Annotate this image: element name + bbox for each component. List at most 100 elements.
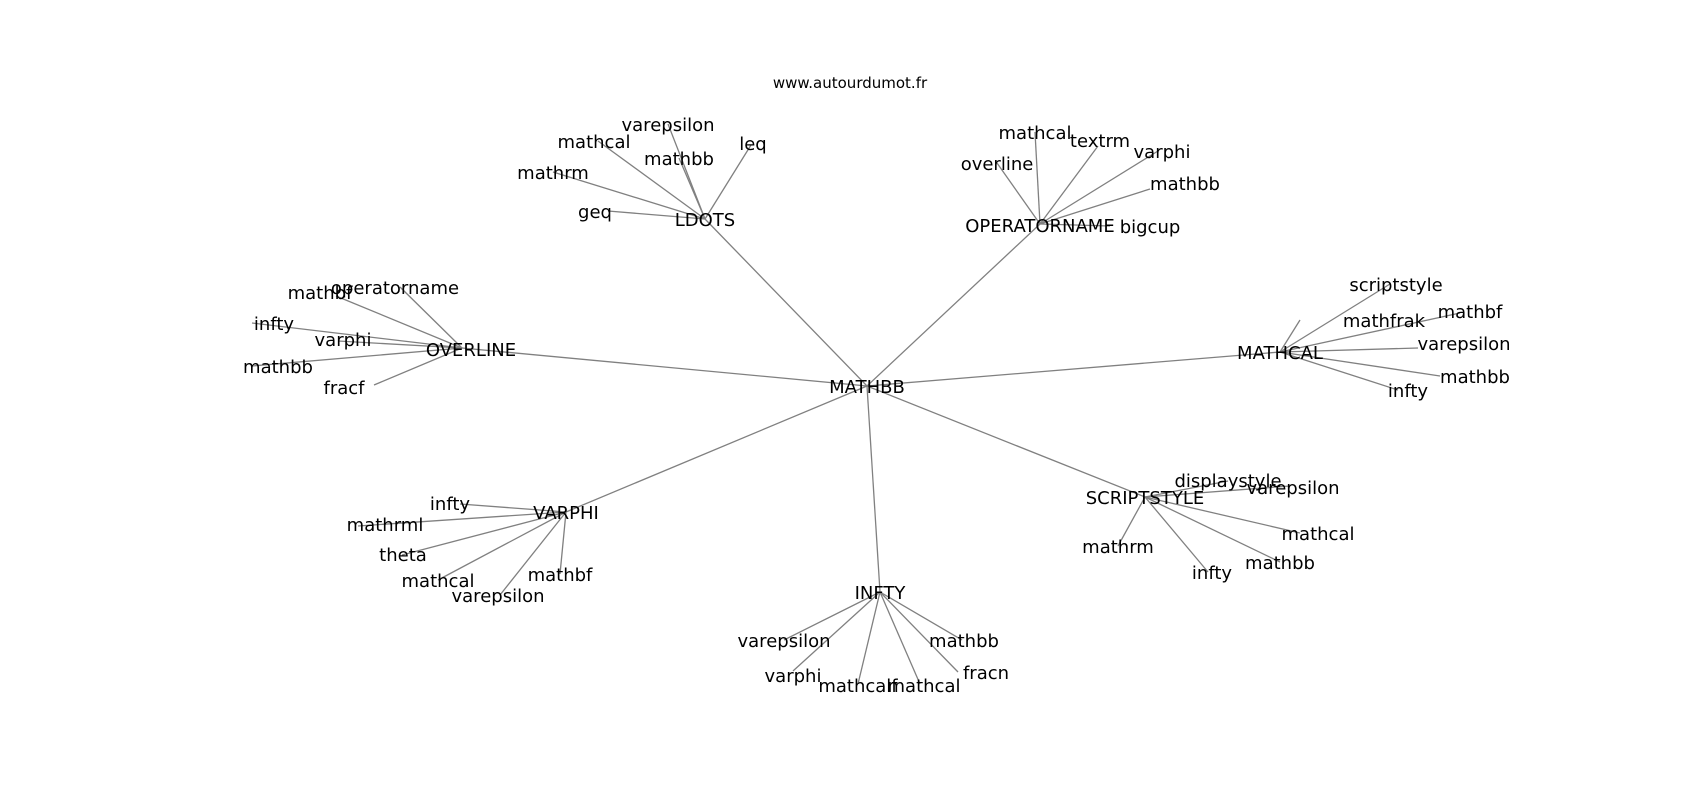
- edge-overline-varphi: [337, 340, 463, 349]
- hub-node-operatorname[interactable]: OPERATORNAME: [965, 216, 1114, 237]
- leaf-node-operatorname-varphi[interactable]: varphi: [1134, 142, 1191, 163]
- edge-varphi-mathcal: [437, 511, 567, 581]
- edge-varphi-varepsilon: [499, 511, 567, 596]
- center-node-label[interactable]: MATHBB: [829, 377, 905, 398]
- leaf-node-infty-fracn[interactable]: fracn: [963, 663, 1009, 684]
- edge-infty-mathbb: [879, 591, 963, 641]
- leaf-node-ldots-varepsilon[interactable]: varepsilon: [622, 115, 715, 136]
- edge-varphi-mathbf: [559, 511, 567, 575]
- leaf-node-varphi-theta[interactable]: theta: [379, 545, 427, 566]
- hub-node-varphi[interactable]: VARPHI: [533, 503, 599, 524]
- leaf-node-infty-varphi[interactable]: varphi: [765, 666, 822, 687]
- hub-node-ldots[interactable]: LDOTS: [675, 210, 735, 231]
- hub-node-mathcal[interactable]: MATHCAL: [1237, 343, 1323, 364]
- edge-operatorname-overline: [996, 162, 1041, 225]
- edge-varphi-infty: [459, 503, 567, 513]
- edge-center-varphi: [565, 385, 868, 513]
- edge-center-overline: [461, 347, 868, 387]
- edge-infty-varepsilon: [783, 591, 881, 641]
- edge-infty-fracn: [879, 591, 959, 673]
- leaf-node-operatorname-mathcal[interactable]: mathcal: [999, 123, 1072, 144]
- edge-operatorname-textrm: [1039, 145, 1099, 225]
- leaf-node-overline-mathbf[interactable]: mathbf: [288, 283, 353, 304]
- edge-operatorname-mathbb: [1039, 188, 1151, 225]
- hub-node-infty[interactable]: INFTY: [855, 583, 907, 604]
- edge-mathcal-mathfrak: [1279, 319, 1301, 353]
- edge-center-scriptstyle: [866, 385, 1146, 498]
- leaf-node-varphi-mathrml[interactable]: mathrml: [347, 515, 424, 536]
- leaf-node-varphi-mathcal[interactable]: mathcal: [402, 571, 475, 592]
- edge-center-ldots: [704, 218, 868, 387]
- edge-overline-fracf: [373, 347, 463, 386]
- edge-mathcal-scriptstyle: [1279, 283, 1391, 353]
- edge-infty-mathcalf: [857, 591, 881, 685]
- edge-mathcal-mathbf: [1279, 312, 1461, 353]
- edges-layer: [251, 123, 1461, 685]
- edge-center-infty: [866, 385, 881, 593]
- leaf-node-infty-mathcal[interactable]: mathcal: [888, 676, 961, 697]
- edge-operatorname-mathcal: [1034, 131, 1041, 225]
- edge-varphi-theta: [401, 511, 567, 556]
- leaf-node-ldots-mathbb[interactable]: mathbb: [644, 149, 714, 170]
- edge-ldots-mathrm: [552, 171, 706, 220]
- leaf-node-scriptstyle-infty[interactable]: infty: [1192, 563, 1232, 584]
- hub-node-overline[interactable]: OVERLINE: [426, 340, 516, 361]
- edge-scriptstyle-mathbb: [1144, 496, 1281, 563]
- labels-layer: www.autourdumot.fr MATHBB LDOTS varepsilon…: [243, 74, 1510, 697]
- edge-mathcal-varepsilon: [1279, 347, 1419, 353]
- leaf-node-scriptstyle-varepsilon[interactable]: varepsilon: [1247, 478, 1340, 499]
- leaf-node-overline-varphi[interactable]: varphi: [315, 330, 372, 351]
- edge-overline-mathbb: [251, 347, 463, 367]
- leaf-node-ldots-leq[interactable]: leq: [739, 134, 767, 155]
- leaf-node-scriptstyle-displaystyle[interactable]: displaystyle: [1174, 471, 1281, 492]
- leaf-node-varphi-infty[interactable]: infty: [430, 494, 470, 515]
- leaf-node-varphi-mathbf[interactable]: mathbf: [528, 565, 593, 586]
- leaf-node-operatorname-textrm[interactable]: textrm: [1070, 131, 1130, 152]
- leaf-node-overline-mathbb[interactable]: mathbb: [243, 357, 313, 378]
- edge-overline-operatorname: [399, 286, 463, 349]
- edge-mathcal-mathbb: [1279, 351, 1441, 377]
- leaf-node-infty-mathcalf[interactable]: mathcalf: [818, 676, 898, 697]
- edge-ldots-leq: [704, 144, 752, 220]
- leaf-node-overline-infty[interactable]: infty: [254, 314, 294, 335]
- leaf-node-mathcal-varepsilon[interactable]: varepsilon: [1418, 334, 1511, 355]
- edge-ldots-geq: [607, 210, 706, 220]
- leaf-node-ldots-mathcal[interactable]: mathcal: [558, 132, 631, 153]
- edge-overline-infty: [251, 322, 463, 349]
- leaf-node-operatorname-mathbb[interactable]: mathbb: [1150, 174, 1220, 195]
- edge-scriptstyle-displaystyle: [1144, 480, 1229, 498]
- leaf-node-scriptstyle-mathrm[interactable]: mathrm: [1082, 537, 1154, 558]
- edge-infty-mathcal: [879, 591, 921, 685]
- edge-center-operatorname: [866, 223, 1041, 387]
- edge-scriptstyle-varepsilon: [1144, 485, 1291, 498]
- site-url: www.autourdumot.fr: [773, 74, 928, 92]
- leaf-node-overline-fracf[interactable]: fracf: [323, 378, 365, 399]
- leaf-node-mathcal-scriptstyle[interactable]: scriptstyle: [1349, 275, 1442, 296]
- leaf-node-scriptstyle-mathcal[interactable]: mathcal: [1282, 524, 1355, 545]
- leaf-node-varphi-varepsilon[interactable]: varepsilon: [452, 586, 545, 607]
- leaf-node-mathcal-mathbf[interactable]: mathbf: [1438, 302, 1503, 323]
- edge-varphi-mathrml: [357, 511, 567, 527]
- edge-ldots-mathcal: [597, 140, 706, 220]
- leaf-node-operatorname-bigcup[interactable]: bigcup: [1120, 217, 1181, 238]
- hub-node-scriptstyle[interactable]: SCRIPTSTYLE: [1086, 488, 1204, 509]
- leaf-node-mathcal-mathfrak[interactable]: mathfrak: [1343, 311, 1426, 332]
- edge-mathcal-infty: [1279, 351, 1399, 391]
- leaf-node-scriptstyle-mathbb[interactable]: mathbb: [1245, 553, 1315, 574]
- edge-ldots-mathbb: [678, 157, 706, 220]
- leaf-node-overline-operatorname[interactable]: operatorname: [331, 278, 459, 299]
- edge-operatorname-bigcup: [1039, 223, 1111, 227]
- leaf-node-mathcal-infty[interactable]: infty: [1388, 381, 1428, 402]
- edge-center-mathcal: [866, 351, 1281, 387]
- leaf-node-ldots-mathrm[interactable]: mathrm: [517, 163, 589, 184]
- edge-overline-mathbf: [335, 295, 463, 349]
- edge-scriptstyle-infty: [1144, 496, 1209, 573]
- edge-infty-varphi: [792, 591, 881, 672]
- leaf-node-infty-varepsilon[interactable]: varepsilon: [738, 631, 831, 652]
- leaf-node-infty-mathbb[interactable]: mathbb: [929, 631, 999, 652]
- leaf-node-mathcal-mathbb[interactable]: mathbb: [1440, 367, 1510, 388]
- edge-operatorname-varphi: [1039, 150, 1159, 225]
- leaf-node-operatorname-overline[interactable]: overline: [961, 154, 1034, 175]
- leaf-node-ldots-geq[interactable]: geq: [578, 202, 612, 223]
